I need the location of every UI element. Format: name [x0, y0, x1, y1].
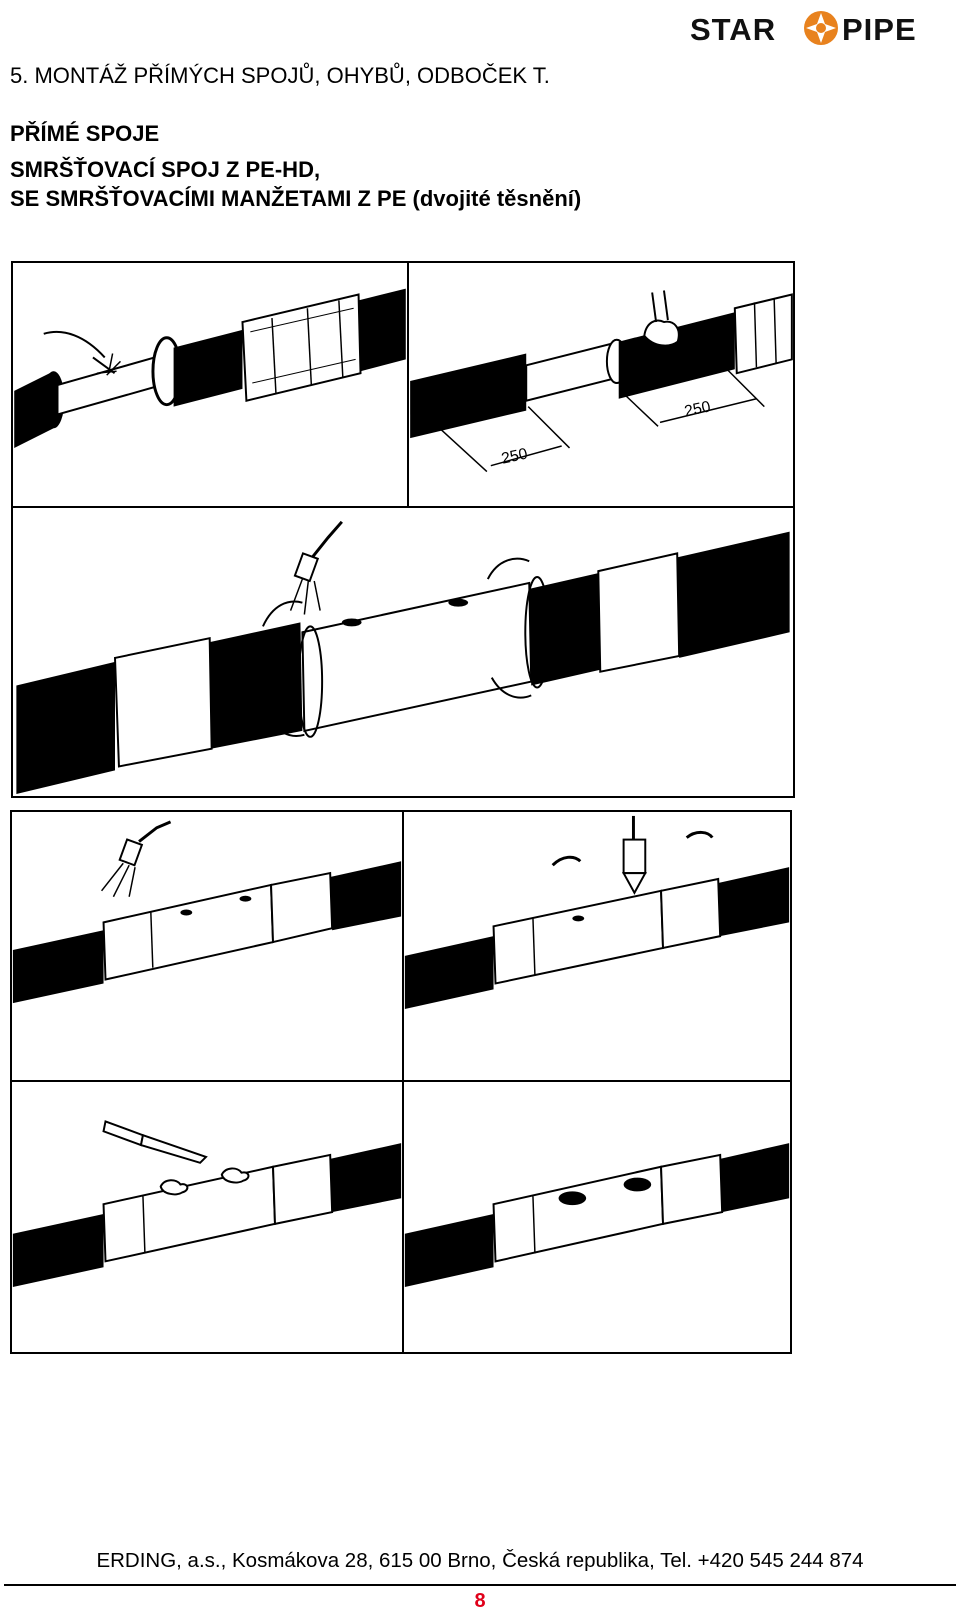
torch-icon [289, 520, 343, 615]
knife-icon [102, 1120, 208, 1164]
subheading-straight-joints: PŘÍMÉ SPOJE [10, 121, 160, 146]
section-title: 5. MONTÁŽ PŘÍMÝCH SPOJŮ, OHYBŮ, ODBOČEK … [10, 63, 550, 88]
foam-plug-icon [551, 830, 714, 867]
logo-text-pipe: PIPE [842, 12, 917, 47]
step-2-illustration: 250 250 [407, 261, 795, 508]
step-4-illustration [10, 810, 404, 1082]
step-3-illustration [11, 506, 795, 798]
rotation-arrow-icon [262, 557, 532, 737]
subheading-shrink-sleeves: SE SMRŠŤOVACÍMI MANŽETAMI Z PE (dvojité … [10, 186, 582, 211]
step-6-illustration [10, 1080, 404, 1354]
step-7-illustration [402, 1080, 792, 1354]
dimension-label-right: 250 [683, 398, 712, 420]
starpipe-logo: STAR PIPE [690, 11, 917, 47]
dimension-label-left: 250 [500, 445, 529, 467]
hand-icon [643, 290, 680, 347]
logo-text-star: STAR [690, 12, 776, 47]
step-5-illustration [402, 810, 792, 1082]
page-number: 8 [474, 1590, 486, 1612]
torch-icon [100, 820, 172, 898]
welding-spark-icon [43, 330, 121, 376]
step-1-illustration [11, 261, 409, 508]
foam-injector-icon [621, 815, 647, 895]
logo-star-icon [804, 11, 838, 45]
footer-address: ERDING, a.s., Kosmákova 28, 615 00 Brno,… [96, 1549, 864, 1572]
subheading-shrink-joint: SMRŠŤOVACÍ SPOJ Z PE-HD, [10, 157, 321, 182]
footer-divider [4, 1584, 956, 1586]
